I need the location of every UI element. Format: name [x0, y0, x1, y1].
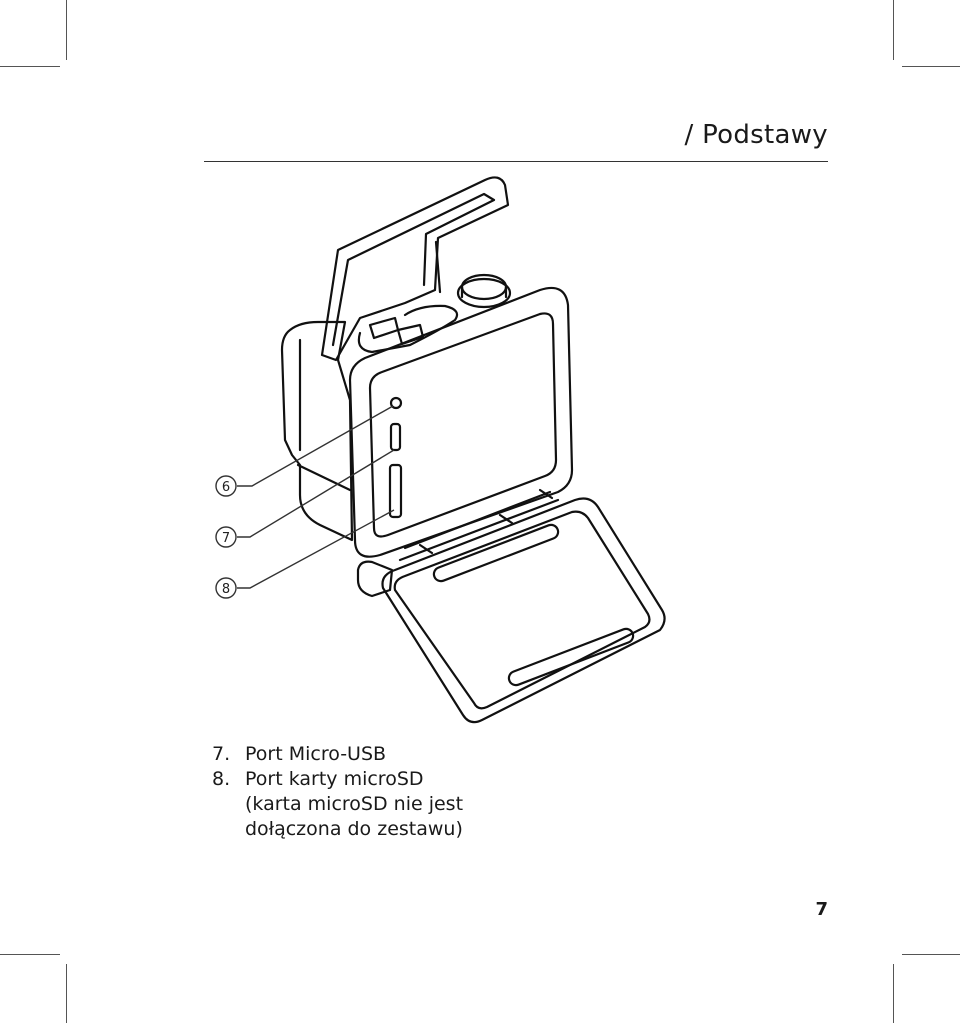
crop-mark-top-left-h [0, 66, 60, 67]
crop-mark-top-right-v [893, 0, 894, 60]
caption-text: Port Micro-USB [245, 743, 387, 765]
callout-8: 8 [215, 577, 237, 599]
callout-6: 6 [215, 475, 237, 497]
svg-text:6: 6 [222, 480, 230, 495]
svg-text:8: 8 [222, 582, 230, 597]
crop-mark-top-left-v [66, 0, 67, 60]
caption-item-7: 7. Port Micro-USB [212, 742, 463, 767]
crop-mark-bottom-right-v [893, 964, 894, 1023]
callout-7: 7 [215, 526, 237, 548]
caption-text: Port karty microSD (karta microSD nie je… [245, 768, 464, 840]
camera-housing-illustration: 6 7 8 [215, 176, 666, 724]
crop-mark-bottom-left-h [0, 954, 60, 955]
callout-7-leader [237, 449, 395, 538]
header-divider [204, 161, 828, 162]
crop-mark-bottom-left-v [66, 964, 67, 1023]
caption-number: 8. [212, 768, 231, 790]
page-number: 7 [815, 899, 828, 920]
caption-item-8: 8. Port karty microSD (karta microSD nie… [212, 767, 463, 842]
crop-mark-top-right-h [902, 66, 960, 67]
svg-text:7: 7 [222, 531, 230, 546]
caption-list: 7. Port Micro-USB 8. Port karty microSD … [212, 742, 463, 842]
section-title: / Podstawy [684, 120, 828, 150]
crop-mark-bottom-right-h [902, 954, 960, 955]
callout-8-leader [237, 509, 395, 589]
caption-number: 7. [212, 743, 231, 765]
callout-6-leader [237, 405, 394, 487]
